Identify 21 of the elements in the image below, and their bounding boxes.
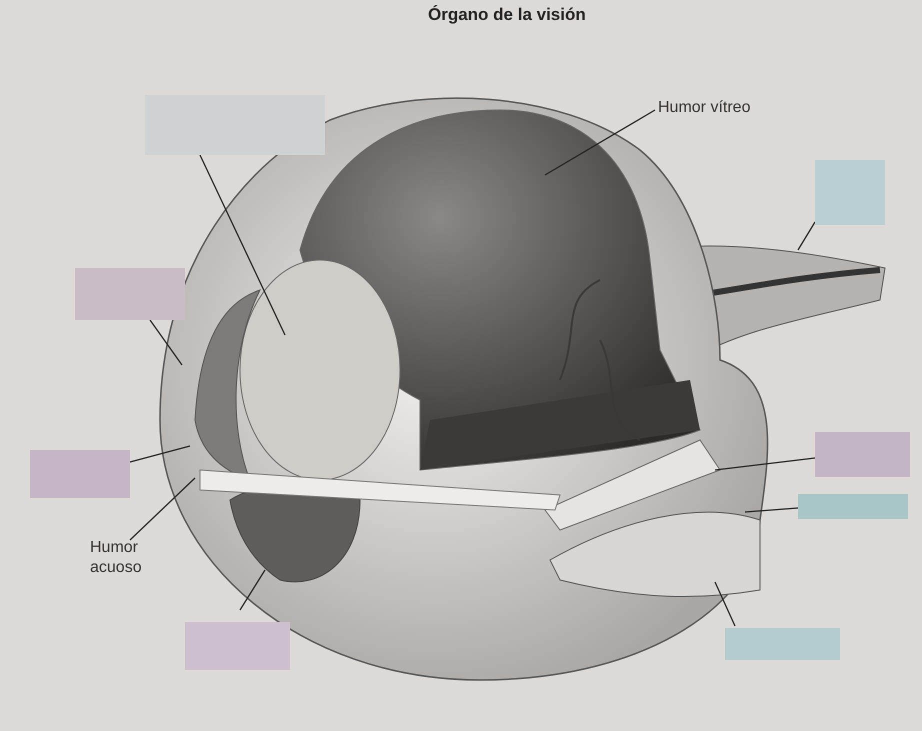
part-label: Humor vítreo xyxy=(658,98,778,118)
leader-line xyxy=(239,570,266,610)
leader-line xyxy=(797,222,816,250)
leader-line xyxy=(714,582,736,626)
part-label: Humor acuoso xyxy=(90,538,160,578)
blurred-label-block xyxy=(725,628,840,660)
leader-line xyxy=(199,154,286,336)
diagram-title: Órgano de la visión xyxy=(428,5,586,25)
blurred-label-block xyxy=(30,450,130,498)
blurred-label-block xyxy=(798,494,908,519)
leader-line xyxy=(149,320,183,366)
blurred-label-block xyxy=(815,432,910,477)
leader-line xyxy=(544,109,656,176)
leader-line xyxy=(744,507,798,513)
blurred-label-block xyxy=(75,268,185,320)
blurred-label-block xyxy=(815,160,885,225)
leader-line xyxy=(130,445,190,463)
leader-line xyxy=(130,478,196,540)
leader-line xyxy=(714,457,816,471)
blurred-label-block xyxy=(145,95,325,155)
blurred-label-block xyxy=(185,622,290,670)
